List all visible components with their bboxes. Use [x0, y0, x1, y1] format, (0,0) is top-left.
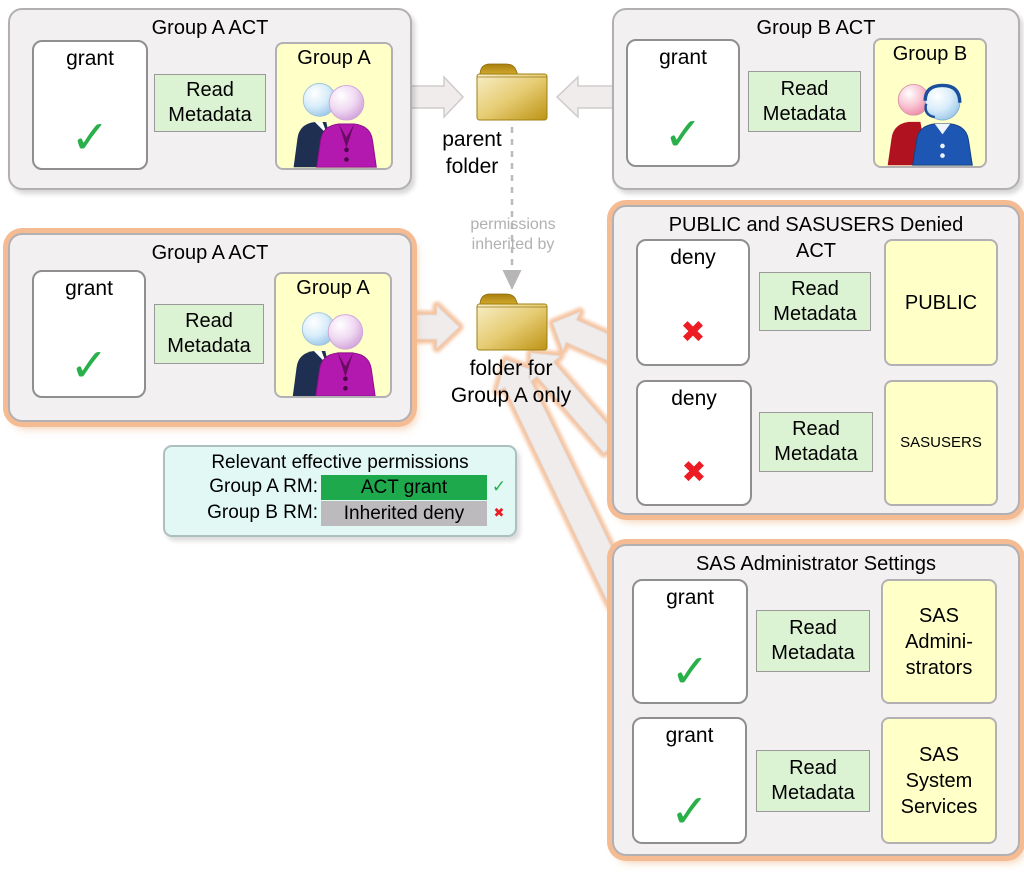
- permission-box: Read Metadata: [759, 412, 873, 472]
- act-box-sas-admin-settings: SAS Administrator Settings grant ✓ Read …: [612, 544, 1020, 856]
- permission-box: Read Metadata: [759, 272, 871, 331]
- decision-label: grant: [66, 47, 114, 70]
- legend-row-label: Group A RM:: [209, 476, 318, 497]
- inheritance-arrowhead: [502, 270, 522, 290]
- act-box-title: Group A ACT: [151, 17, 269, 39]
- deny-card: deny ✖: [636, 239, 750, 366]
- permission-box: Read Metadata: [154, 304, 264, 364]
- arrow-sas-settings-to-child: [496, 359, 635, 607]
- decision-label: grant: [65, 277, 113, 300]
- identity-box-public: PUBLIC: [884, 239, 998, 366]
- identity-box-sas-system-services: SAS System Services: [881, 717, 997, 844]
- permission-box: Read Metadata: [756, 610, 870, 672]
- act-box-title: SAS Administrator Settings: [695, 553, 937, 575]
- arrow-denied-act-to-child-2: [529, 352, 621, 454]
- decision-label: grant: [665, 724, 714, 747]
- decision-label: deny: [671, 387, 717, 410]
- grant-card: grant ✓: [32, 40, 148, 170]
- arrow-group-a-to-parent: [407, 75, 465, 119]
- identity-box-group-b: Group B: [873, 38, 987, 168]
- small-x-icon: ✖: [493, 505, 505, 520]
- group-a-people-icon: [292, 312, 376, 396]
- legend-row-label: Group B RM:: [207, 502, 318, 523]
- identity-box-sas-administrators: SAS Admini- strators: [881, 579, 997, 704]
- permission-box: Read Metadata: [748, 71, 861, 132]
- grant-card: grant ✓: [632, 717, 747, 844]
- legend-row-group-a: Group A RM: ACT grant ✓: [165, 474, 515, 500]
- act-box-title: PUBLIC and SASUSERS Denied ACT: [668, 214, 964, 262]
- identity-label: Group A: [297, 47, 371, 69]
- deny-x-icon: ✖: [680, 316, 706, 349]
- legend-title: Relevant effective permissions: [211, 452, 469, 473]
- grant-check-icon: ✓: [663, 108, 703, 160]
- act-box-group-a-on-parent: Group A ACT grant ✓ Read Metadata Group …: [8, 8, 412, 190]
- small-check-icon: ✓: [491, 477, 507, 496]
- arrow-body-layer: [403, 305, 635, 607]
- arrow-group-b-to-parent: [555, 75, 615, 119]
- deny-card: deny ✖: [636, 380, 752, 506]
- grant-card: grant ✓: [32, 270, 146, 398]
- grant-check-icon: ✓: [70, 111, 110, 163]
- identity-box-group-a: Group A: [274, 272, 392, 398]
- act-box-denied: PUBLIC and SASUSERS Denied ACT deny ✖ Re…: [612, 205, 1020, 515]
- act-box-title: Group A ACT: [151, 242, 269, 264]
- act-box-title: Group B ACT: [756, 17, 876, 39]
- decision-label: grant: [666, 586, 714, 609]
- effective-permissions-panel: Relevant effective permissions Group A R…: [163, 445, 517, 537]
- deny-x-icon: ✖: [681, 456, 707, 489]
- decision-label: deny: [670, 246, 716, 269]
- grant-check-icon: ✓: [69, 339, 109, 391]
- child-folder-label: folder for Group A only: [450, 357, 572, 407]
- parent-folder-label: parent folder: [442, 128, 502, 178]
- group-a-people-icon: [293, 83, 377, 168]
- grant-card: grant ✓: [632, 579, 748, 704]
- parent-folder-icon: [473, 60, 551, 129]
- grant-check-icon: ✓: [670, 645, 710, 697]
- act-box-group-a-on-child: Group A ACT grant ✓ Read Metadata Group …: [8, 233, 412, 422]
- permission-box: Read Metadata: [756, 750, 870, 812]
- identity-label: Group B: [892, 43, 968, 65]
- grant-check-icon: ✓: [670, 785, 709, 837]
- identity-label: Group A: [296, 277, 370, 299]
- act-box-group-b-on-parent: Group B ACT grant ✓ Read Metadata Group …: [612, 8, 1020, 190]
- group-b-people-icon: [887, 83, 973, 166]
- act-grant-highlight: ACT grant: [321, 474, 487, 500]
- child-folder-icon: [473, 290, 551, 359]
- legend-row-group-b: Group B RM: Inherited deny ✖: [165, 500, 515, 526]
- permission-box: Read Metadata: [154, 74, 266, 132]
- decision-label: grant: [659, 46, 707, 69]
- arrow-denied-act-to-child: [552, 311, 622, 363]
- grant-card: grant ✓: [626, 39, 740, 167]
- inheritance-note: permissions inherited by: [470, 216, 556, 253]
- identity-box-group-a: Group A: [275, 42, 393, 170]
- inherited-deny-highlight: Inherited deny: [321, 500, 487, 526]
- identity-box-sasusers: SASUSERS: [884, 380, 998, 506]
